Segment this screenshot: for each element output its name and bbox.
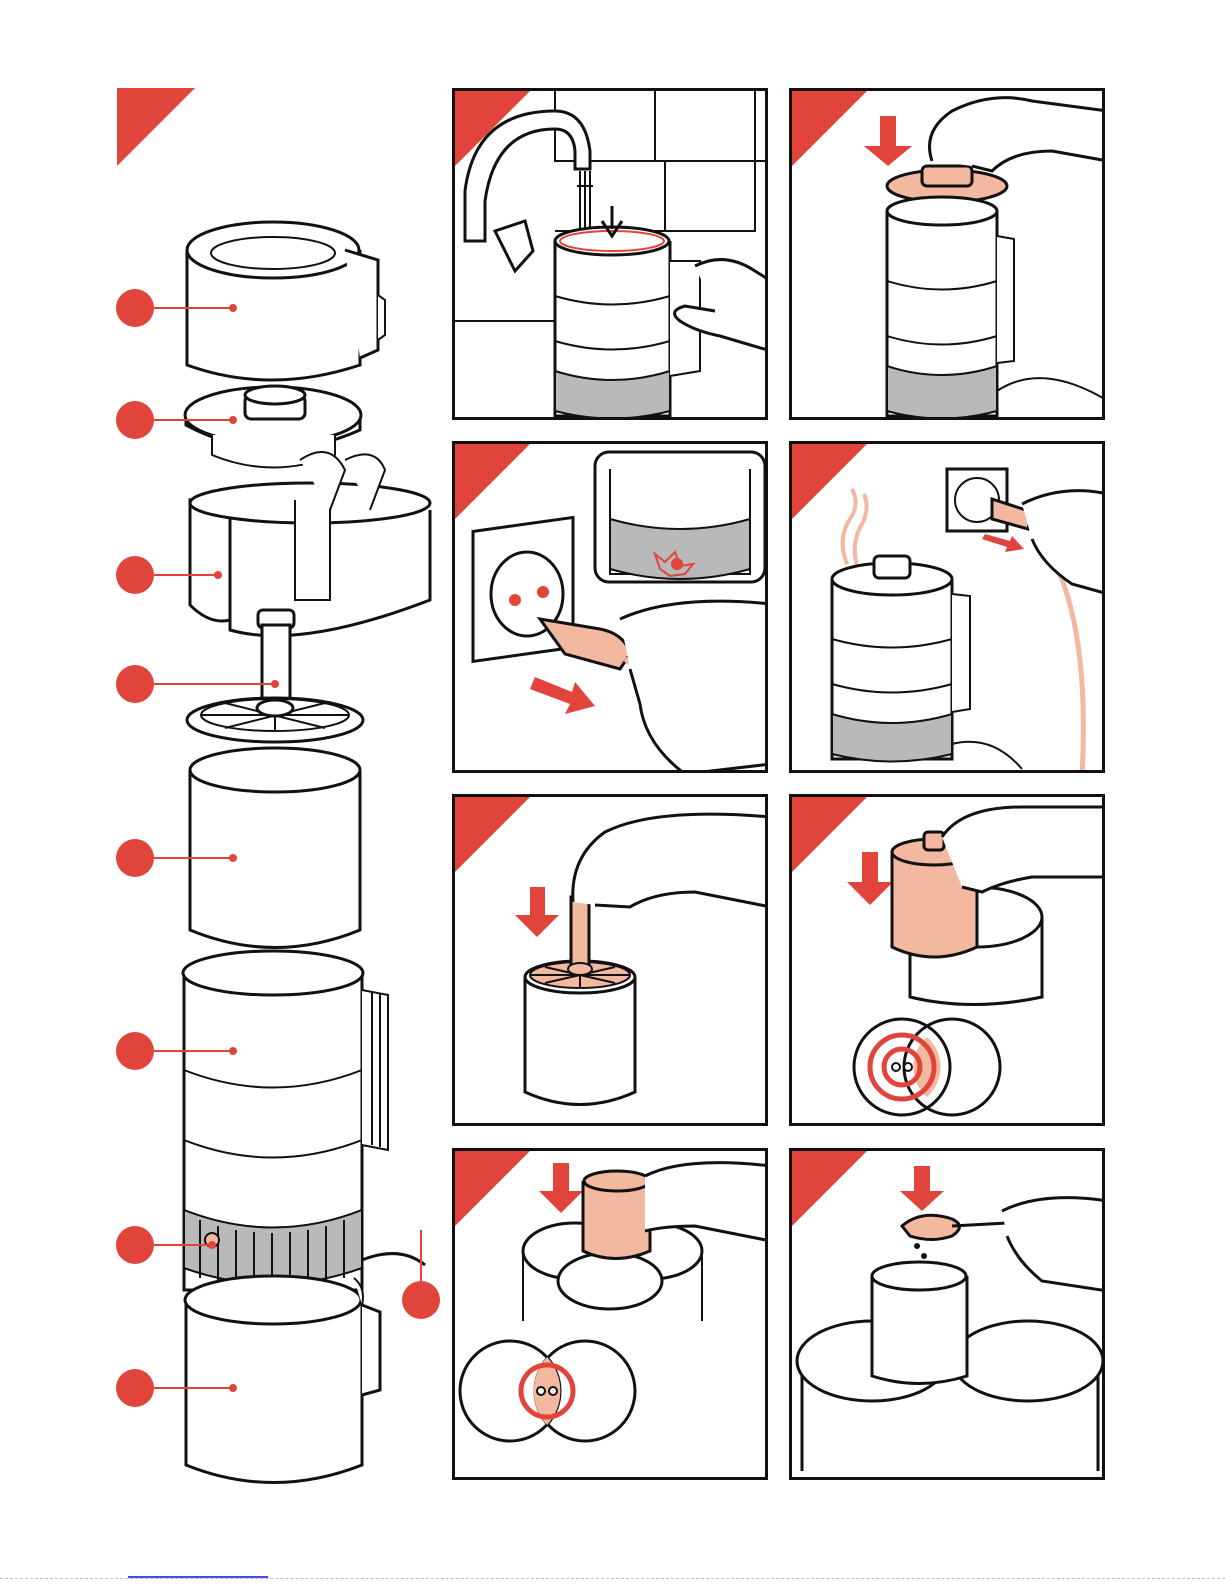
down-arrow-icon: [515, 887, 559, 937]
hand-icon: [1022, 491, 1105, 594]
callout-water-tank: [116, 556, 154, 594]
filter-cylinder-icon: [190, 748, 360, 948]
hand-icon: [573, 814, 768, 907]
carafe-lid-icon: [187, 222, 385, 380]
footer-divider: [0, 1578, 1225, 1579]
machine-icon: [887, 197, 1014, 419]
down-arrow-icon: [900, 1166, 944, 1211]
callout-filter-cylinder: [116, 839, 154, 877]
callout-filter-lid: [116, 401, 154, 439]
alignment-icon: [460, 1341, 635, 1441]
down-arrow-icon: [539, 1163, 583, 1213]
callout-carafe-lid: [116, 289, 154, 327]
hand-icon: [942, 807, 1105, 892]
step-add-coffee: [789, 1148, 1105, 1480]
machine-icon: [555, 227, 700, 419]
callout-power-light: [116, 1226, 154, 1264]
cord-icon: [997, 378, 1105, 401]
spoon-icon: [902, 1215, 1007, 1239]
section-corner-marker: [117, 88, 195, 166]
indicator-inset: [595, 452, 765, 582]
alignment-icon: [854, 1019, 1000, 1115]
machine-icon: [832, 556, 970, 762]
step-insert-piston: [452, 794, 768, 1126]
right-arrow-icon: [530, 677, 595, 714]
cord-icon: [362, 1254, 425, 1265]
step-seat-filter: [789, 794, 1105, 1126]
hand-icon: [930, 98, 1106, 171]
right-arrow-icon: [982, 534, 1024, 552]
step-place-lid: [789, 88, 1105, 420]
step-unplug: [789, 441, 1105, 773]
callout-machine-body: [116, 1032, 154, 1070]
callout-jug: [116, 1369, 154, 1407]
callout-piston-filter: [116, 665, 154, 703]
water-tank-icon: [190, 452, 430, 636]
cord-icon: [952, 742, 1022, 769]
step-fill-water: [452, 88, 768, 420]
footer-underline: [128, 1576, 268, 1578]
hand-icon: [1002, 1198, 1105, 1291]
jug-icon: [185, 1276, 380, 1483]
power-light-icon: [671, 558, 683, 570]
filter-cylinder-icon: [872, 1262, 967, 1384]
tap-handle-icon: [495, 221, 533, 271]
step-plug-in: [452, 441, 768, 773]
exploded-view: [0, 60, 450, 1580]
filter-cylinder-icon: [583, 1171, 650, 1259]
callout-cord: [402, 1281, 440, 1319]
step-position-on-cups: [452, 1148, 768, 1480]
hand-icon: [620, 601, 768, 773]
